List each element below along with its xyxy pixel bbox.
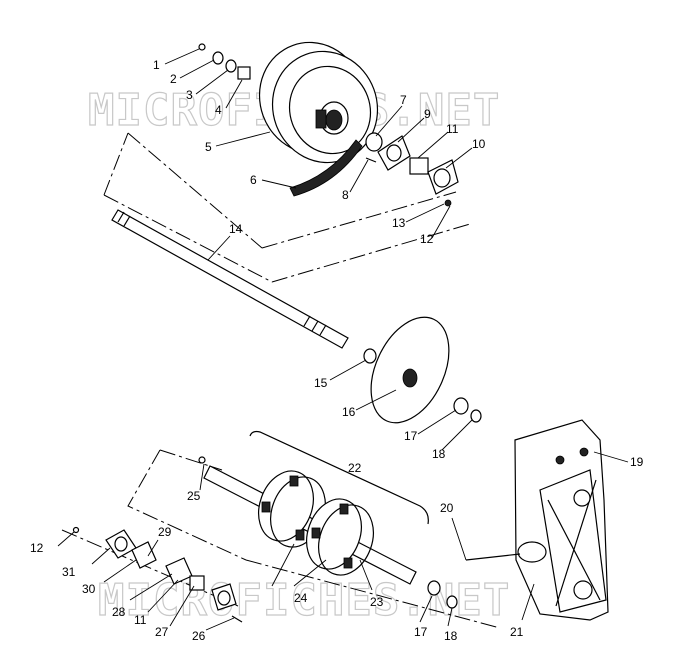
bolt (231, 615, 243, 623)
seal (365, 132, 383, 152)
o-ring (470, 409, 482, 423)
pulley-sheave (258, 41, 379, 164)
plug (198, 456, 206, 464)
tensioner (517, 541, 547, 563)
callout-15: 15 (314, 376, 328, 390)
callout-7: 7 (400, 93, 407, 107)
watermark-bottom: MICROFICHES.NET (98, 575, 510, 626)
drive-shaft (111, 209, 349, 349)
callout-8: 8 (342, 188, 349, 202)
callout-12: 12 (420, 232, 434, 246)
spacer (237, 66, 251, 80)
sprocket-left (258, 470, 326, 548)
callout-19: 19 (630, 455, 644, 469)
bearing (189, 575, 205, 591)
bearing (453, 397, 469, 415)
o-ring (446, 595, 458, 609)
callout-2: 2 (170, 72, 177, 86)
callout-22: 22 (348, 461, 362, 475)
callout-24: 24 (294, 591, 308, 605)
callout-18: 18 (432, 447, 446, 461)
flange-plate (211, 583, 237, 611)
callout-17: 17 (404, 429, 418, 443)
lock-washer (225, 59, 237, 73)
driven-pulley-assembly (103, 41, 471, 283)
callout-20: 20 (440, 501, 454, 515)
nut (72, 526, 80, 534)
nut (444, 199, 452, 207)
sprocket-right (306, 498, 374, 576)
screw (198, 43, 206, 51)
callout-23: 23 (370, 595, 384, 609)
track-drive-assembly (61, 430, 501, 629)
bearing-flange (377, 135, 411, 171)
callout-25: 25 (187, 489, 201, 503)
callout-27: 27 (155, 625, 169, 639)
belt-segment (289, 139, 363, 197)
washer (212, 51, 224, 65)
callout-31: 31 (62, 565, 76, 579)
circlip (363, 348, 377, 364)
callout-9: 9 (424, 107, 431, 121)
chaincase-housing (465, 419, 609, 621)
callout-6: 6 (250, 173, 257, 187)
callout-5: 5 (205, 140, 212, 154)
callout-17-lower: 17 (414, 625, 428, 639)
flange-plate (427, 159, 459, 195)
callout-labels: 1 2 3 4 5 6 7 8 9 10 11 12 13 14 15 16 1… (30, 58, 644, 643)
flange-plate (105, 529, 137, 559)
callout-18-lower: 18 (444, 629, 458, 643)
bearing (409, 157, 429, 175)
callout-30: 30 (82, 582, 96, 596)
callout-12-lower: 12 (30, 541, 44, 555)
callout-13: 13 (392, 216, 406, 230)
callout-4: 4 (215, 103, 222, 117)
callout-26: 26 (192, 629, 206, 643)
callout-21: 21 (510, 625, 524, 639)
callout-28: 28 (112, 605, 126, 619)
callout-16: 16 (342, 405, 356, 419)
callout-29: 29 (158, 525, 172, 539)
brake-disc (363, 316, 482, 424)
callout-3: 3 (186, 88, 193, 102)
callout-10: 10 (472, 137, 486, 151)
callout-11-lower: 11 (134, 613, 147, 627)
callout-11: 11 (446, 122, 459, 136)
bearing (427, 580, 441, 596)
bearing-housing (131, 541, 157, 569)
callout-14: 14 (229, 222, 243, 236)
bolt (365, 157, 377, 163)
leader-lines (57, 48, 629, 631)
callout-1: 1 (153, 58, 160, 72)
